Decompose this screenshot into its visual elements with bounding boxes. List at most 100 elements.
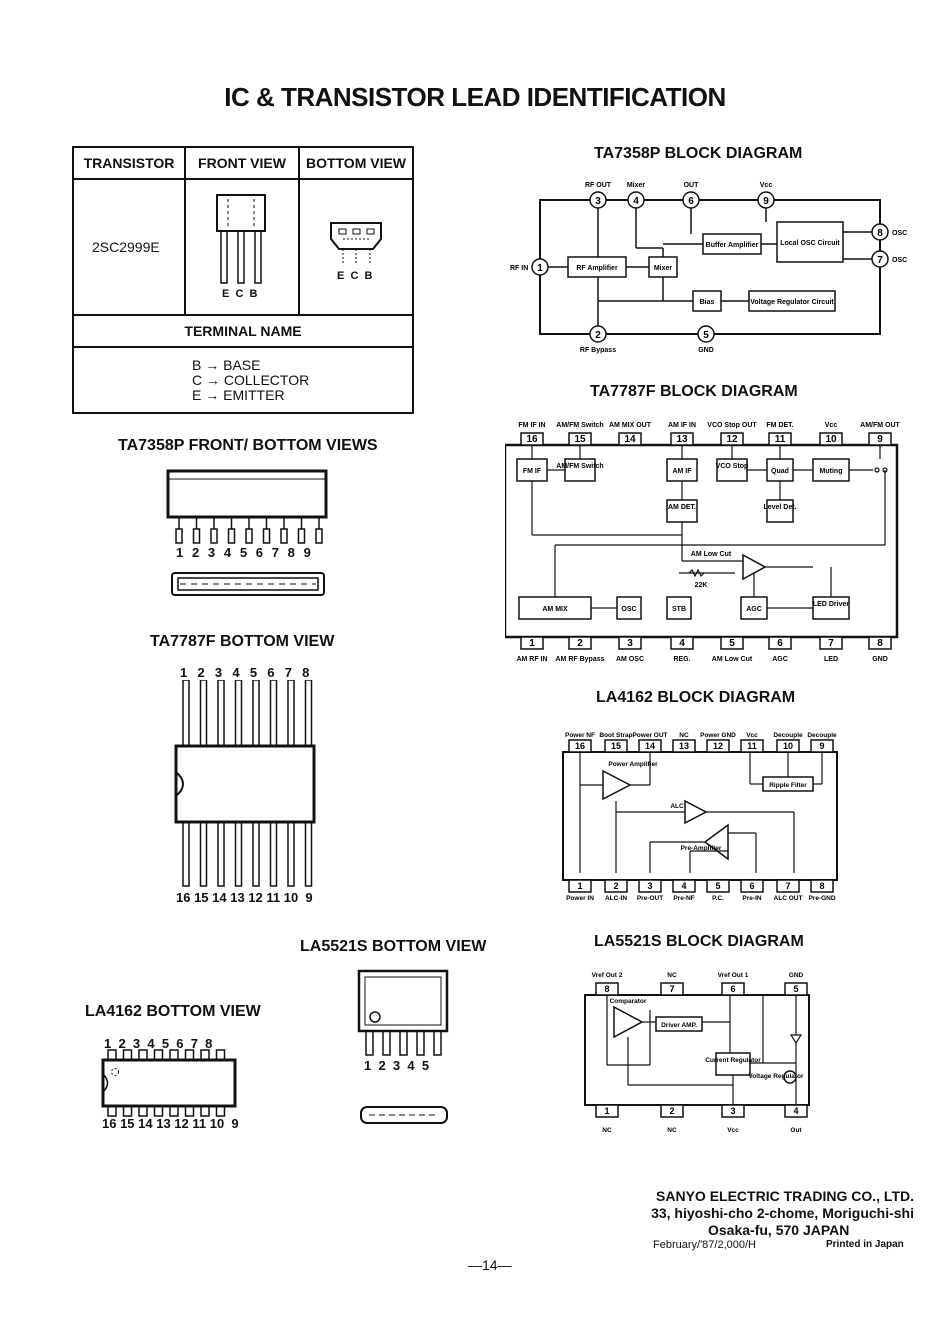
package-pin: [382, 1030, 391, 1056]
label-gnd: GND: [698, 347, 714, 354]
package-pin: [315, 517, 323, 544]
pin-number: 5: [715, 881, 720, 891]
pin-number: 4: [681, 881, 686, 891]
pin-number: 15: [574, 434, 586, 445]
pin-number: 14: [624, 434, 636, 445]
pin-label: Power IN: [566, 895, 594, 902]
pin-label: AM RF Bypass: [555, 656, 604, 663]
package-pin: [287, 680, 295, 747]
pin-label: Decouple: [773, 732, 803, 739]
pin-label: AM/FM OUT: [860, 422, 900, 429]
pin-label: VCO Stop OUT: [707, 422, 757, 429]
pin-label: Pre-NF: [673, 895, 694, 902]
pin-number: 15: [611, 741, 621, 751]
pin-box: [740, 739, 764, 753]
pin-box: [618, 636, 642, 650]
label-rf-in: RF IN: [510, 265, 528, 272]
transistor-table: TRANSISTOR FRONT VIEW BOTTOM VIEW 2SC299…: [72, 146, 414, 414]
pin-number: 7: [785, 881, 790, 891]
label-am-low-cut-amp: AM Low Cut: [691, 551, 732, 558]
pin-label: NC: [602, 1127, 612, 1134]
pin-number: 7: [828, 638, 834, 649]
pin-label: AM/FM Switch: [556, 422, 603, 429]
transistor-front-drawing: [216, 194, 266, 284]
pin-number: 10: [783, 741, 793, 751]
pin-label: Vcc: [727, 1127, 739, 1134]
label-rf-bypass: RF Bypass: [580, 347, 616, 354]
block-quad: Quad: [771, 468, 789, 475]
pin-number: 1: [604, 1106, 609, 1116]
block-muting: Muting: [820, 468, 843, 475]
ta7787f-bottom-pin-numbers: 16 15 14 13 12 11 10 9: [176, 890, 313, 905]
block-buffer-amplifier: Buffer Amplifier: [706, 242, 759, 249]
block-fm-if: FM IF: [523, 468, 542, 475]
label-osc-7: OSC: [892, 257, 907, 264]
pin-box: [706, 879, 730, 893]
ta7787f-top-pin-numbers: 1 2 3 4 5 6 7 8: [180, 665, 311, 680]
pin-number: 13: [679, 741, 689, 751]
package-pin: [304, 821, 313, 887]
heading-la4162-bottom: LA4162 BOTTOM VIEW: [85, 1003, 261, 1020]
block-am-det: AM DET.: [668, 504, 696, 511]
heading-la4162-block: LA4162 BLOCK DIAGRAM: [596, 689, 796, 706]
pin-box: [776, 879, 800, 893]
terminal-list: B → BASE C → COLLECTOR E → EMITTER: [72, 346, 414, 414]
pin-box: [810, 879, 834, 893]
pin-number: 11: [747, 741, 757, 751]
block-am-mix: AM MIX: [542, 606, 568, 613]
pin-number: 9: [819, 741, 824, 751]
pin-label: AM MIX OUT: [609, 422, 652, 429]
pin-box: [740, 879, 764, 893]
terminal-base: B → BASE: [192, 356, 261, 373]
package-pin: [365, 1030, 374, 1056]
package-pin: [217, 821, 225, 887]
package-pin: [269, 821, 278, 887]
pin-label: FM DET.: [766, 422, 793, 429]
pin-label: Boot Strap: [599, 732, 632, 739]
pin-number: 2: [577, 638, 583, 649]
block-driver-amp: Driver AMP.: [661, 1022, 697, 1029]
pin-box: [568, 879, 592, 893]
block-led-driver: LED Driver: [813, 601, 849, 608]
package-pin: [252, 821, 260, 887]
pin-8: 8: [877, 228, 883, 239]
pin-number: 16: [575, 741, 585, 751]
pin-number: 6: [730, 984, 735, 994]
pin-number: 2: [613, 881, 618, 891]
heading-ta7358p-block: TA7358P BLOCK DIAGRAM: [594, 145, 803, 162]
pin-label: LED: [824, 656, 838, 663]
pin-number: 11: [775, 434, 786, 445]
pin-box: [638, 879, 662, 893]
package-pin: [199, 680, 208, 747]
block-pre-amplifier: Pre-Amplifier: [681, 845, 722, 852]
pin-number: 16: [526, 434, 538, 445]
pin-2: 2: [595, 330, 601, 341]
heading-ta7358p-views: TA7358P FRONT/ BOTTOM VIEWS: [118, 437, 378, 454]
pin-label: Vref Out 1: [718, 972, 749, 979]
pin-label: Decouple: [807, 732, 837, 739]
package-pin: [217, 680, 225, 747]
heading-la5521s-bottom: LA5521S BOTTOM VIEW: [300, 938, 487, 955]
footer-address-1: 33, hiyoshi-cho 2-chome, Moriguchi-shi: [651, 1205, 914, 1221]
pin-box: [520, 636, 544, 650]
pin-box: [720, 636, 744, 650]
package-pin: [234, 821, 243, 887]
heading-ta7787f-bottom: TA7787F BOTTOM VIEW: [150, 633, 335, 650]
bottom-pin-labels: E C B: [337, 270, 373, 282]
package-pin: [304, 680, 313, 747]
pin-label: Out: [790, 1127, 802, 1134]
pin-box: [672, 739, 696, 753]
pin-9: 9: [763, 196, 769, 207]
pin-box: [672, 879, 696, 893]
package-pin: [192, 517, 201, 544]
package-pin: [175, 517, 183, 544]
block-ripple-filter: Ripple Filter: [769, 782, 807, 789]
label-22k: 22K: [695, 582, 708, 589]
pin-label: Pre-OUT: [637, 895, 663, 902]
pin-3: 3: [595, 196, 601, 207]
footer-company: SANYO ELECTRIC TRADING CO., LTD.: [656, 1188, 914, 1204]
pin-label: GND: [789, 972, 804, 979]
pin-number: 14: [645, 741, 655, 751]
la5521s-pin-numbers: 1 2 3 4 5: [364, 1058, 430, 1073]
